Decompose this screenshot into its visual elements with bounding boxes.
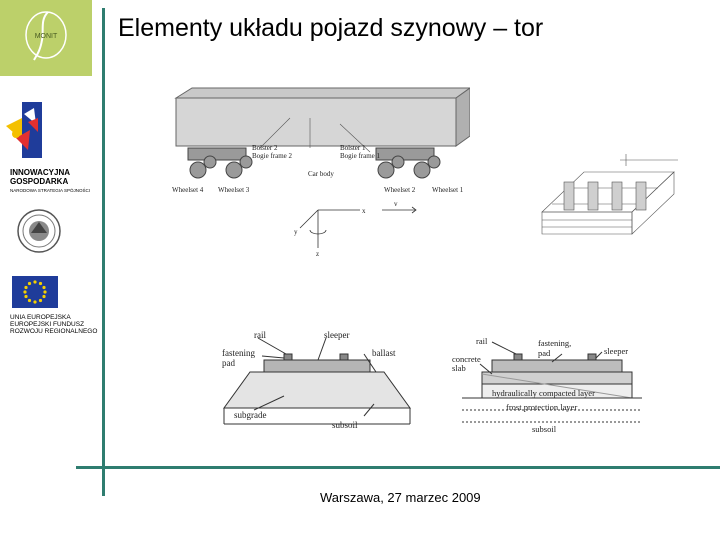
slab-track-figure: rail fastening, pad sleeper concrete sla… bbox=[452, 334, 652, 434]
innowacyjna-gospodarka-logo bbox=[4, 100, 74, 166]
label-slab: slab bbox=[452, 363, 466, 373]
label-pad-slab: pad bbox=[538, 348, 551, 358]
eu-line1: UNIA EUROPEJSKA bbox=[10, 314, 71, 321]
track-perspective-diagram bbox=[541, 154, 678, 235]
eu-logo-text: UNIA EUROPEJSKA EUROPEJSKI FUNDUSZ ROZWO… bbox=[10, 314, 97, 335]
ig-line3: NARODOWA STRATEGIA SPÓJNOŚCI bbox=[10, 188, 91, 193]
ballasted-track-figure: rail sleeper fastening pad ballast subgr… bbox=[214, 328, 420, 436]
bogie-left bbox=[187, 147, 253, 179]
label-bolster2: Bolster 2 bbox=[252, 144, 278, 152]
eu-flag-graphic bbox=[23, 280, 47, 304]
bogie-right bbox=[375, 147, 441, 179]
coordinate-axes bbox=[299, 206, 417, 248]
vertical-accent-line bbox=[102, 8, 105, 496]
monit-logo: MONIT bbox=[0, 0, 92, 76]
track-perspective-figure bbox=[528, 152, 684, 250]
eu-flag bbox=[12, 276, 58, 308]
label-fastening-slab: fastening, bbox=[538, 338, 571, 348]
label-bogie-frame2: Bogie frame 2 bbox=[252, 152, 293, 160]
label-pad-ballast: pad bbox=[222, 358, 235, 368]
label-ballast: ballast bbox=[372, 348, 396, 358]
axis-y-label: y bbox=[294, 228, 298, 236]
vehicle-figure: Bolster 2 Bogie frame 2 Bolster 1 Bogie … bbox=[170, 84, 472, 262]
eu-line2: EUROPEJSKI FUNDUSZ bbox=[10, 321, 85, 328]
horizontal-accent-line bbox=[76, 466, 720, 469]
ig-logo-text: INNOWACYJNA GOSPODARKA NARODOWA STRATEGI… bbox=[10, 168, 90, 195]
slab-track-diagram: rail fastening, pad sleeper concrete sla… bbox=[452, 336, 642, 434]
ig-line1: INNOWACYJNA bbox=[10, 168, 71, 177]
label-rail-ballast: rail bbox=[254, 330, 266, 340]
label-rail-slab: rail bbox=[476, 336, 488, 346]
label-sleeper-slab: sleeper bbox=[604, 346, 628, 356]
label-car-body: Car body bbox=[308, 170, 334, 178]
label-subsoil-ballast: subsoil bbox=[332, 420, 358, 430]
label-wheelset2: Wheelset 2 bbox=[384, 186, 416, 194]
ballasted-track-diagram: rail sleeper fastening pad ballast subgr… bbox=[222, 330, 411, 430]
label-wheelset1: Wheelset 1 bbox=[432, 186, 464, 194]
monit-logo-graphic: MONIT bbox=[25, 11, 67, 61]
label-sleeper-ballast: sleeper bbox=[324, 330, 349, 340]
label-concrete-slab: concrete bbox=[452, 354, 481, 364]
ig-logo-graphic bbox=[6, 102, 42, 158]
slide-footer: Warszawa, 27 marzec 2009 bbox=[320, 490, 481, 505]
label-frost-protection-layer: frost protection layer bbox=[506, 402, 577, 412]
label-fastening-ballast: fastening bbox=[222, 348, 255, 358]
label-wheelset4: Wheelset 4 bbox=[172, 186, 204, 194]
eu-line3: ROZWOJU REGIONALNEGO bbox=[10, 328, 98, 335]
ig-line2: GOSPODARKA bbox=[10, 177, 69, 186]
velocity-label: v bbox=[394, 200, 398, 208]
label-subsoil-slab: subsoil bbox=[532, 424, 557, 434]
axis-z-label: z bbox=[316, 250, 319, 258]
label-bogie-frame1: Bogie frame 1 bbox=[340, 152, 381, 160]
label-bolster1: Bolster 1 bbox=[340, 144, 366, 152]
monit-logo-text: MONIT bbox=[35, 33, 58, 40]
label-wheelset3: Wheelset 3 bbox=[218, 186, 250, 194]
university-seal-graphic bbox=[17, 209, 61, 253]
vehicle-diagram: Bolster 2 Bogie frame 2 Bolster 1 Bogie … bbox=[172, 87, 472, 258]
slide-title: Elementy układu pojazd szynowy – tor bbox=[118, 14, 544, 42]
label-hydraulically-compacted-layer: hydraulically compacted layer bbox=[492, 388, 595, 398]
university-seal bbox=[16, 208, 62, 254]
label-subgrade: subgrade bbox=[234, 410, 267, 420]
axis-x-label: x bbox=[362, 207, 366, 215]
car-body bbox=[175, 97, 457, 147]
